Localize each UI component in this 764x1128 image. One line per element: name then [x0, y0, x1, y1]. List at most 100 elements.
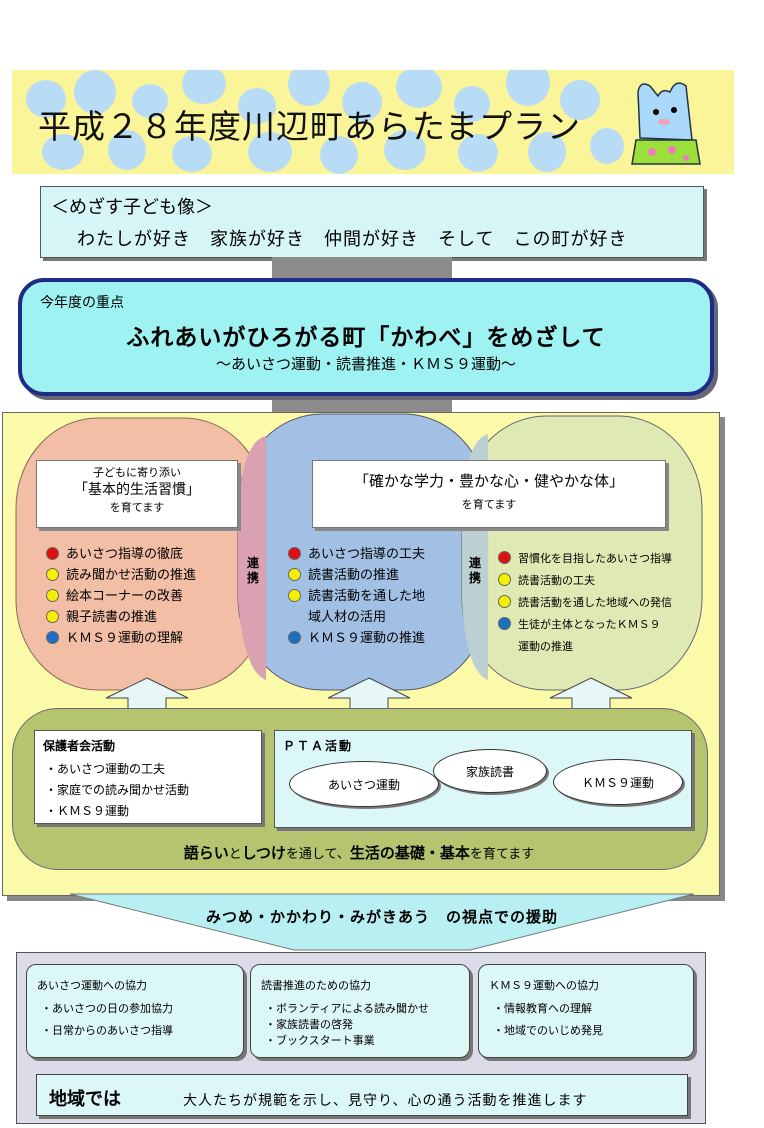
blue-dot-icon [498, 617, 511, 630]
list-item: ・あいさつの日の参加協力 [41, 1002, 173, 1015]
support-funnel [69, 893, 695, 951]
list-item: ・あいさつ運動の工夫 [45, 762, 166, 776]
home-caption: 語らいとしつけを通して、生活の基礎・基本を育てます [12, 842, 706, 863]
list-item-text: 読書活動を通した地 [308, 589, 426, 604]
caption-part: と [228, 847, 242, 862]
banner-dot [384, 130, 426, 170]
list-item: 絵本コーナーの改善 [46, 586, 196, 607]
caption-part: 生活の基礎・基本 [349, 844, 470, 862]
banner-dot [172, 136, 212, 172]
column1-heading-main: 「基本的生活習慣」 [74, 482, 200, 498]
card-list: ・あいさつの日の参加協力 ・日常からのあいさつ指導 [41, 1001, 173, 1039]
card-title: あいさつ運動への協力 [37, 979, 147, 992]
support-perspective: みつめ・かかわり・みがきあう の視点での援助 [205, 908, 558, 926]
column2-list: あいさつ指導の工夫 読書活動の推進 読書活動を通した地 域人材の活用 ＫＭＳ９運… [288, 544, 425, 649]
banner-dot [342, 82, 382, 122]
banner-dot [238, 88, 276, 124]
yellow-dot-icon [288, 589, 301, 602]
focus-label: 今年度の重点 [40, 295, 124, 311]
pta-title: ＰＴＡ活動 [283, 739, 354, 753]
pta-oval-family-reading: 家族読書 [433, 749, 547, 793]
banner-dot [288, 70, 330, 106]
list-item: ・家族読書の啓発 [265, 1018, 353, 1031]
banner-dot [458, 134, 498, 172]
guardian-title: 保護者会活動 [43, 739, 116, 753]
yellow-dot-icon [46, 610, 59, 623]
card-list: ・ボランティアによる読み聞かせ ・家族読書の啓発 ・ブックスタート事業 [265, 1001, 429, 1049]
column2-heading-card: 「確かな学力・豊かな心・健やかな体」 を育てます [312, 460, 666, 528]
list-item: 読み聞かせ活動の推進 [46, 565, 196, 586]
community-message: 大人たちが規範を示し、見守り、心の通う活動を推進します [183, 1093, 588, 1109]
list-item: 生徒が主体となったＫＭＳ９ [498, 614, 672, 636]
list-item: ・日常からのあいさつ指導 [41, 1024, 173, 1037]
pta-activities-card: ＰＴＡ活動 あいさつ運動 家族読書 ＫＭＳ９運動 [274, 730, 692, 828]
list-item-text: 読書活動の推進 [308, 568, 400, 583]
banner-dot [528, 132, 566, 172]
list-item: ・地域でのいじめ発見 [493, 1024, 603, 1037]
target-child-heading: ＜めざす子ども像＞ [51, 197, 213, 218]
yellow-dot-icon [498, 573, 511, 586]
list-item: ＫＭＳ９運動の理解 [46, 628, 196, 649]
list-item: あいさつ指導の工夫 [288, 544, 425, 565]
list-item: 親子読書の推進 [46, 607, 196, 628]
caption-part: しつけ [241, 844, 286, 862]
column2-heading-main: 「確かな学力・豊かな心・健やかな体」 [353, 472, 624, 490]
list-item-text: ＫＭＳ９運動の推進 [308, 631, 426, 646]
banner-dot [132, 84, 168, 118]
yellow-dot-icon [46, 589, 59, 602]
card-list: ・情報教育への理解 ・地域でのいじめ発見 [493, 1001, 603, 1039]
banner-dot [506, 70, 550, 106]
list-item-text: 域人材の活用 [308, 610, 387, 625]
list-item: ＫＭＳ９運動の推進 [288, 628, 425, 649]
title-banner: 平成２８年度川辺町あらたまプラン [12, 70, 734, 174]
list-item-text: 読書活動の工夫 [518, 574, 595, 587]
list-item: 域人材の活用 [288, 607, 425, 628]
red-dot-icon [498, 551, 511, 564]
column3-list: 習慣化を目指したあいさつ指導 読書活動の工夫 読書活動を通した地域への発信 生徒… [498, 548, 672, 658]
yellow-dot-icon [498, 595, 511, 608]
list-item-text: 生徒が主体となったＫＭＳ９ [518, 618, 661, 631]
cooperation-label-left: 連携 [246, 556, 259, 585]
community-card-reading: 読書推進のための協力 ・ボランティアによる読み聞かせ ・家族読書の啓発 ・ブック… [250, 964, 470, 1058]
overlap-left [238, 436, 266, 680]
column1-heading-bottom: を育てます [109, 501, 165, 514]
caption-part: を通して、 [285, 847, 350, 862]
card-title: 読書推進のための協力 [261, 979, 371, 992]
community-lead: 地域では [49, 1089, 121, 1110]
target-child-statement: わたしが好き 家族が好き 仲間が好き そして この町が好き [77, 229, 628, 250]
list-item: ・情報教育への理解 [493, 1002, 592, 1015]
community-card-greeting: あいさつ運動への協力 ・あいさつの日の参加協力 ・日常からのあいさつ指導 [26, 964, 244, 1058]
yellow-dot-icon [46, 568, 59, 581]
cooperation-label-right: 連携 [468, 556, 481, 585]
card-title: ＫＭＳ９運動への協力 [489, 979, 599, 992]
focus-main-slogan: ふれあいがひろがる町「かわべ」をめざして [126, 325, 606, 351]
yellow-dot-icon [288, 568, 301, 581]
community-card-kms9: ＫＭＳ９運動への協力 ・情報教育への理解 ・地域でのいじめ発見 [478, 964, 694, 1058]
list-item: ・ＫＭＳ９運動 [45, 804, 130, 818]
red-dot-icon [288, 547, 301, 560]
list-item: あいさつ指導の徹底 [46, 544, 196, 565]
list-item: 習慣化を目指したあいさつ指導 [498, 548, 672, 570]
banner-dot [182, 70, 226, 104]
banner-dot [320, 136, 358, 174]
pta-oval-greeting: あいさつ運動 [289, 761, 439, 807]
community-message-bar: 地域では 大人たちが規範を示し、見守り、心の通う活動を推進します [36, 1074, 688, 1116]
column1-heading-top: 子どもに寄り添い [93, 466, 181, 479]
list-item-text: 絵本コーナーの改善 [66, 589, 184, 604]
list-item: ・ボランティアによる読み聞かせ [265, 1002, 430, 1015]
list-item-text: 読書活動を通した地域への発信 [518, 596, 672, 609]
annual-focus-box: 今年度の重点 ふれあいがひろがる町「かわべ」をめざして ～あいさつ運動・読書推進… [18, 278, 714, 396]
list-item-text: ＫＭＳ９運動の理解 [66, 631, 184, 646]
blue-dot-icon [46, 631, 59, 644]
banner-dot [26, 80, 66, 118]
list-item-text: あいさつ指導の徹底 [66, 547, 184, 562]
red-dot-icon [46, 547, 59, 560]
target-child-image-box: ＜めざす子ども像＞ わたしが好き 家族が好き 仲間が好き そして この町が好き [40, 186, 704, 258]
banner-dot [454, 86, 490, 122]
blue-dot-icon [288, 631, 301, 644]
guardian-list: ・あいさつ運動の工夫 ・家庭での読み聞かせ活動 ・ＫＭＳ９運動 [45, 759, 189, 822]
list-item: 読書活動を通した地 [288, 586, 425, 607]
list-item: ・ブックスタート事業 [265, 1034, 375, 1047]
list-item-text: 習慣化を目指したあいさつ指導 [518, 552, 672, 565]
list-item-text: 読み聞かせ活動の推進 [66, 568, 197, 583]
